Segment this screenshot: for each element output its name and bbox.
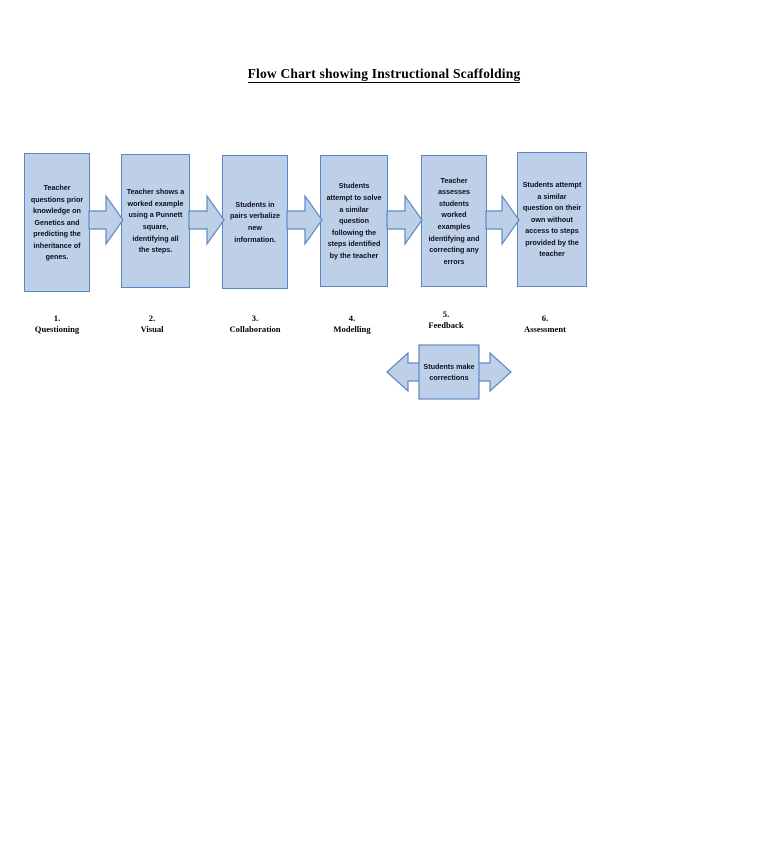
connector-arrow-3-to-4: [286, 193, 323, 247]
bidirectional-arrow-students-make-corrections[interactable]: Students make corrections: [386, 344, 512, 400]
page-title: Flow Chart showing Instructional Scaffol…: [0, 66, 768, 83]
process-node-2-text: Teacher shows a worked example using a P…: [126, 187, 185, 255]
step-caption-4-number: 4.: [348, 313, 356, 323]
step-caption-4-label: Modelling: [333, 324, 371, 334]
connector-arrow-4-to-5: [386, 193, 423, 247]
process-node-5-text: Teacher assesses students worked example…: [428, 175, 480, 266]
left-right-arrow-icon: [386, 344, 512, 400]
step-caption-3-number: 3.: [251, 313, 259, 323]
step-caption-2-label: Visual: [140, 324, 164, 334]
step-caption-6-label: Assessment: [523, 324, 566, 334]
step-caption-6-number: 6.: [541, 313, 549, 323]
process-node-6-assessment[interactable]: Students attempt a similar question on t…: [517, 152, 587, 287]
page-title-text: Flow Chart showing Instructional Scaffol…: [247, 66, 521, 83]
step-caption-5-number: 5.: [442, 309, 450, 319]
connector-arrow-5-to-6: [485, 193, 520, 247]
process-node-5-feedback[interactable]: Teacher assesses students worked example…: [421, 155, 487, 287]
step-caption-5: 5. Feedback: [400, 309, 492, 331]
step-caption-2: 2. Visual: [106, 313, 198, 335]
process-node-3-collaboration[interactable]: Students in pairs verbalize new informat…: [222, 155, 288, 289]
process-node-1-questioning[interactable]: Teacher questions prior knowledge on Gen…: [24, 153, 90, 292]
process-node-4-modelling[interactable]: Students attempt to solve a similar ques…: [320, 155, 388, 287]
connector-arrow-2-to-3: [188, 193, 225, 247]
step-caption-1-label: Questioning: [34, 324, 80, 334]
bidirectional-arrow-text: Students make corrections: [423, 361, 475, 382]
step-caption-4: 4. Modelling: [304, 313, 400, 335]
connector-arrow-1-to-2: [88, 193, 124, 247]
process-node-3-text: Students in pairs verbalize new informat…: [230, 199, 280, 244]
process-node-2-visual[interactable]: Teacher shows a worked example using a P…: [121, 154, 190, 288]
step-caption-2-number: 2.: [148, 313, 156, 323]
step-caption-5-label: Feedback: [428, 320, 464, 330]
step-caption-1: 1. Questioning: [7, 313, 107, 335]
step-caption-3: 3. Collaboration: [205, 313, 305, 335]
process-node-1-text: Teacher questions prior knowledge on Gen…: [30, 182, 84, 262]
step-caption-3-label: Collaboration: [229, 324, 281, 334]
step-caption-1-number: 1.: [53, 313, 61, 323]
step-caption-6: 6. Assessment: [498, 313, 592, 335]
process-node-6-text: Students attempt a similar question on t…: [522, 179, 582, 259]
process-node-4-text: Students attempt to solve a similar ques…: [326, 181, 382, 260]
